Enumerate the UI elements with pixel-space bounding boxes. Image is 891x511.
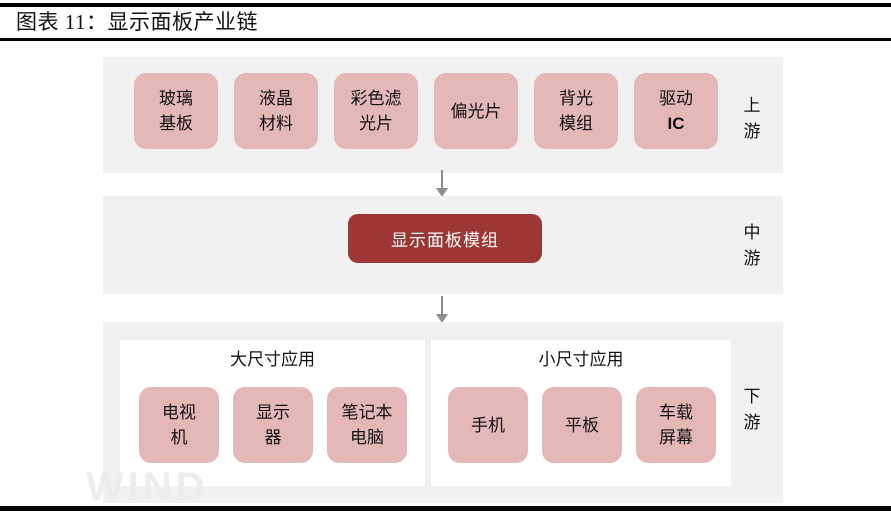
node-display-panel-module[interactable]: 显示面板模组: [348, 214, 542, 263]
node-backlight-module[interactable]: 背光 模组: [534, 73, 618, 149]
node-mobile-phone-line-1: 手机: [471, 415, 505, 435]
node-driver-ic-line-1: 驱动: [659, 89, 693, 108]
tier-label-upstream: 上 游: [739, 93, 765, 145]
node-laptop[interactable]: 笔记本 电脑: [327, 387, 407, 463]
tier-label-midstream-char-1: 中: [743, 223, 761, 242]
node-glass-substrate[interactable]: 玻璃 基板: [134, 73, 218, 149]
node-vehicle-screen-line-1: 车载: [659, 403, 693, 422]
node-vehicle-screen[interactable]: 车载 屏幕: [636, 387, 716, 463]
watermark: WIND: [86, 465, 209, 509]
node-color-filter[interactable]: 彩色滤 光片: [334, 73, 418, 149]
node-vehicle-screen-line-2: 屏幕: [659, 428, 693, 447]
node-color-filter-line-2: 光片: [359, 114, 393, 133]
group-title-large-size: 大尺寸应用: [230, 350, 315, 369]
node-glass-substrate-line-2: 基板: [159, 114, 193, 133]
arrow-shaft: [441, 296, 443, 315]
arrow-midstream-to-downstream: [436, 296, 448, 323]
node-laptop-line-1: 笔记本: [341, 403, 393, 422]
node-monitor-line-2: 器: [264, 428, 282, 447]
tier-label-upstream-char-1: 上: [743, 96, 761, 115]
title-rule-bottom: [0, 38, 891, 41]
footer-rule: [0, 506, 891, 511]
group-title-small-size: 小尺寸应用: [538, 350, 624, 369]
arrow-head-down-icon: [436, 188, 448, 197]
title-rule-top: [0, 3, 891, 7]
tier-label-downstream-char-1: 下: [743, 387, 761, 406]
node-polarizer[interactable]: 偏光片: [434, 73, 518, 149]
node-tablet-line-1: 平板: [565, 415, 599, 435]
node-laptop-line-2: 电脑: [350, 428, 384, 447]
figure-title: 图表 11：显示面板产业链: [16, 10, 258, 34]
node-television[interactable]: 电视 机: [139, 387, 219, 463]
tier-label-midstream-char-2: 游: [743, 249, 761, 268]
tier-label-midstream: 中 游: [739, 220, 765, 272]
node-lcd-material[interactable]: 液晶 材料: [234, 73, 318, 149]
node-television-line-2: 机: [170, 428, 188, 447]
node-polarizer-line-1: 偏光片: [450, 101, 502, 121]
node-television-line-1: 电视: [162, 403, 196, 422]
node-lcd-material-line-1: 液晶: [259, 89, 293, 108]
node-tablet[interactable]: 平板: [542, 387, 622, 463]
node-driver-ic[interactable]: 驱动 IC: [634, 73, 718, 149]
node-backlight-module-line-1: 背光: [559, 89, 593, 108]
node-glass-substrate-line-1: 玻璃: [159, 89, 193, 108]
node-mobile-phone[interactable]: 手机: [448, 387, 528, 463]
tier-label-downstream-char-2: 游: [743, 413, 761, 432]
node-backlight-module-line-2: 模组: [559, 114, 593, 133]
tier-label-upstream-char-2: 游: [743, 122, 761, 141]
node-color-filter-line-1: 彩色滤: [350, 89, 402, 108]
node-driver-ic-line-2: IC: [667, 114, 685, 133]
node-lcd-material-line-2: 材料: [259, 114, 293, 133]
tier-label-downstream: 下 游: [739, 384, 765, 436]
arrow-upstream-to-midstream: [436, 170, 448, 197]
arrow-shaft: [441, 170, 443, 189]
arrow-head-down-icon: [436, 314, 448, 323]
node-display-panel-module-label: 显示面板模组: [391, 231, 499, 250]
node-monitor-line-1: 显示: [256, 403, 290, 422]
node-monitor[interactable]: 显示 器: [233, 387, 313, 463]
